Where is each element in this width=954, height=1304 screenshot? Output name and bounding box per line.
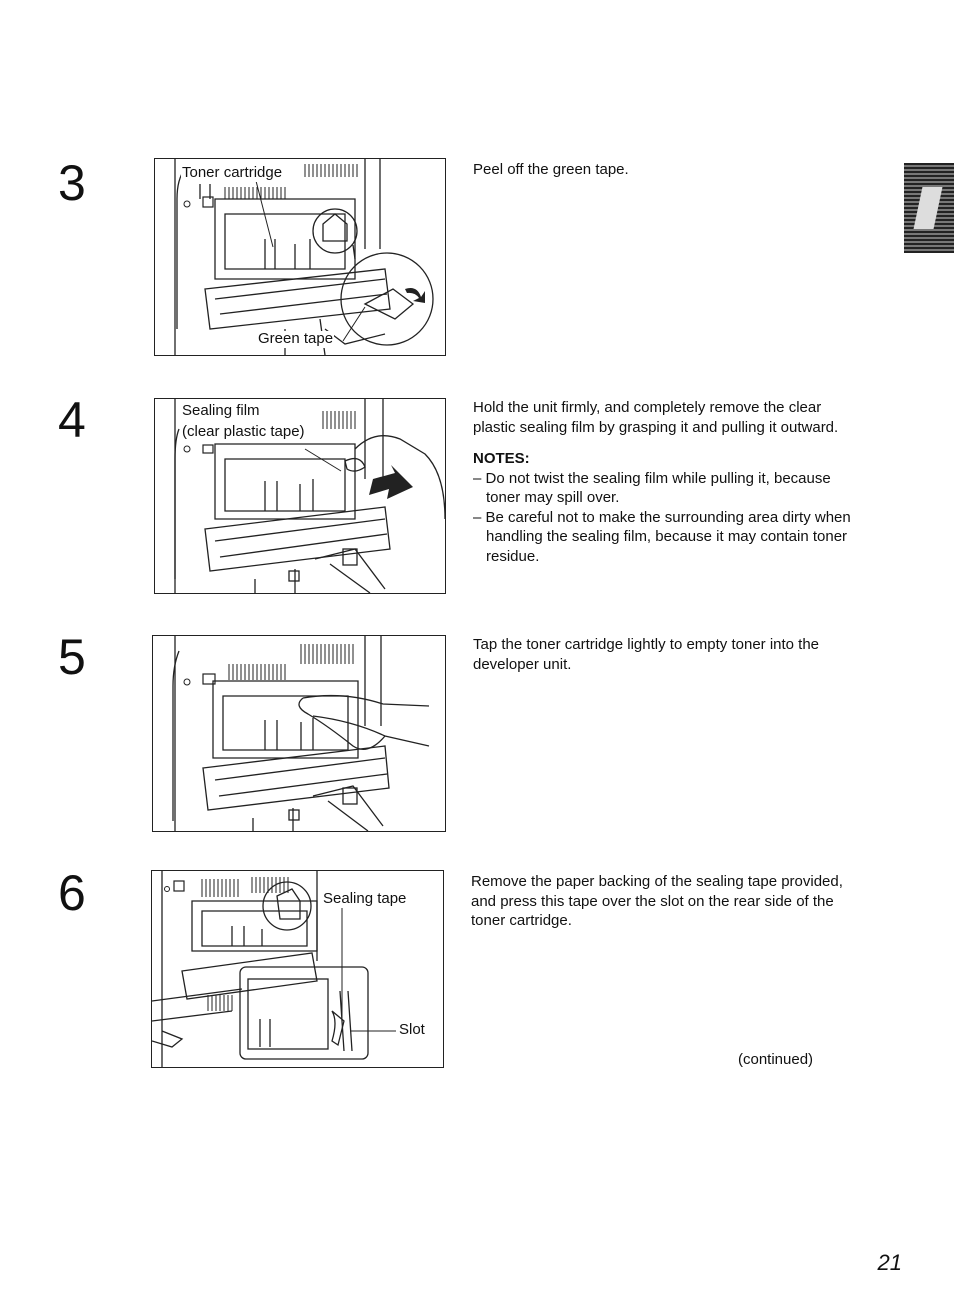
note-item: – Do not twist the sealing film while pu… xyxy=(473,469,831,507)
machine-illustration xyxy=(174,399,445,593)
label-slot: Slot xyxy=(398,1021,426,1039)
step-number: 3 xyxy=(58,155,86,211)
label-green-tape: Green tape xyxy=(257,330,335,348)
note-item: – Be careful not to make the surrounding… xyxy=(473,508,851,565)
chapter-tab xyxy=(904,163,954,253)
step-3-instruction: Peel off the green tape. xyxy=(473,161,629,178)
figure-sealing-film: Sealing film (clear plastic tape) xyxy=(154,398,446,594)
step-4-instruction: Hold the unit firmly, and completely rem… xyxy=(473,399,839,436)
step-5-instruction: Tap the toner cartridge lightly to empty… xyxy=(473,636,820,673)
figure-toner-cartridge-green-tape: Toner cartridge Green tape xyxy=(154,158,446,356)
step-number: 5 xyxy=(58,629,86,685)
machine-illustration xyxy=(152,871,396,1067)
label-sealing-tape: Sealing tape xyxy=(322,890,408,908)
continued-note: (continued) xyxy=(738,1051,814,1068)
label-clear-plastic-tape: (clear plastic tape) xyxy=(181,423,306,441)
machine-illustration xyxy=(174,159,434,355)
step-4-text: Hold the unit firmly, and completely rem… xyxy=(473,398,863,566)
step-number: 6 xyxy=(58,865,86,921)
page-number: 21 xyxy=(877,1250,902,1275)
machine-illustration xyxy=(172,636,430,831)
step-6-instruction: Remove the paper backing of the sealing … xyxy=(471,873,843,929)
figure-sealing-tape-slot: Sealing tape Slot xyxy=(151,870,444,1068)
figure-tap-cartridge xyxy=(152,635,446,832)
label-sealing-film: Sealing film xyxy=(181,402,261,420)
step-number: 4 xyxy=(58,392,86,448)
notes-title: NOTES: xyxy=(473,450,530,467)
label-toner-cartridge: Toner cartridge xyxy=(181,164,284,182)
